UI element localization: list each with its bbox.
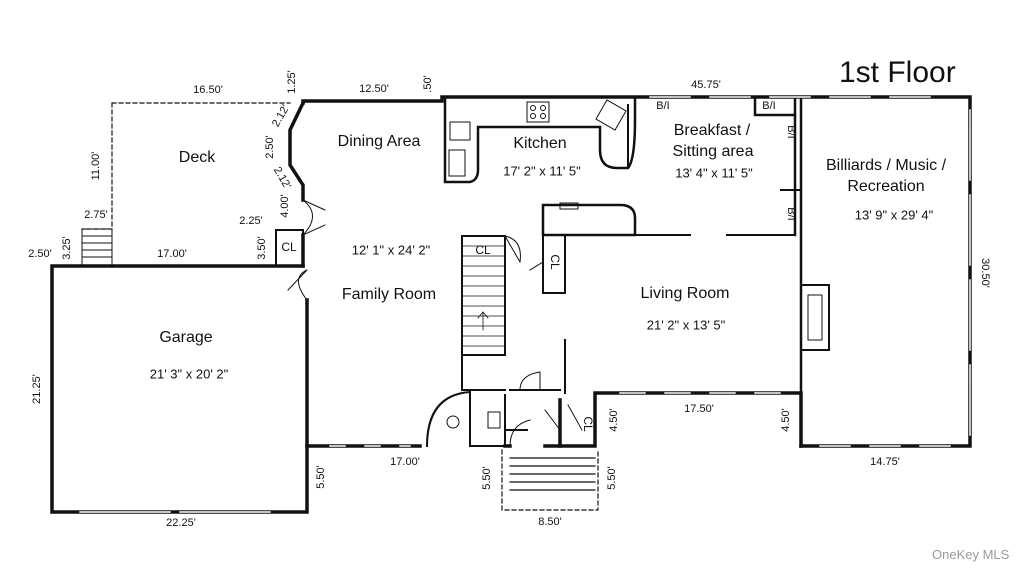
dim-top-1-25: 1.25': [286, 70, 298, 94]
dim-garage-bottom: 22.25': [166, 517, 196, 529]
room-living-name: Living Room: [640, 285, 730, 302]
closet-label-stairs: CL: [475, 243, 491, 257]
room-garage-name: Garage: [159, 329, 213, 346]
room-billiards-name-2: Recreation: [847, 178, 925, 195]
builtin-label-1: B/I: [656, 100, 670, 112]
stair-treads: [461, 245, 506, 347]
dim-steps-2-75: 2.75': [84, 209, 108, 221]
door-swings: [287, 199, 583, 447]
watermark: OneKey MLS: [932, 547, 1010, 562]
room-breakfast-name-1: Breakfast /: [673, 122, 751, 139]
dim-dining-top: 12.50': [359, 83, 389, 95]
dim-steps-3-25: 3.25': [61, 236, 73, 260]
dim-living-4-50-b: 4.50': [780, 408, 792, 432]
dim-deck-top: 16.50': [193, 84, 223, 96]
dim-family-bottom: 17.00': [390, 456, 420, 468]
room-kitchen-size: 17' 2" x 11' 5": [503, 163, 581, 179]
room-family-size: 12' 1" x 24' 2": [351, 242, 431, 258]
dim-right-30-50: 30.50': [979, 258, 991, 288]
dim-entry-8-50: 8.50': [538, 516, 562, 528]
room-living-size: 21' 2" x 13' 5": [646, 317, 726, 333]
dim-dining-4-00: 4.00': [279, 194, 291, 218]
dim-top-50: .50': [422, 75, 434, 93]
dim-entry-5-50-a: 5.50': [481, 466, 493, 490]
dim-deck-side: 11.00': [90, 151, 102, 181]
fireplace: [800, 284, 830, 351]
windows: [51, 96, 971, 513]
dim-top-overall: 45.75': [691, 79, 721, 91]
builtin-label-4: B/I: [785, 207, 797, 221]
builtin-label-2: B/I: [762, 100, 776, 112]
dim-living-4-50-a: 4.50': [608, 408, 620, 432]
dim-garage-5-50: 5.50': [315, 465, 327, 489]
closet-label-family: CL: [281, 240, 297, 254]
room-billiards-size: 13' 9" x 29' 4": [854, 207, 934, 223]
deck-steps: [81, 228, 113, 267]
dim-cl-3-50: 3.50': [256, 236, 268, 260]
closet-label-entry: CL: [581, 416, 595, 432]
dim-living-bottom: 17.50': [684, 403, 714, 415]
dim-entry-5-50-b: 5.50': [606, 466, 618, 490]
room-billiards-name-1: Billiards / Music /: [825, 157, 947, 174]
room-deck-name: Deck: [178, 149, 216, 166]
dim-garage-left: 21.25': [31, 374, 43, 404]
room-dining-name: Dining Area: [337, 133, 421, 150]
room-breakfast-name-2: Sitting area: [672, 143, 754, 160]
closet-label-kitchen: CL: [548, 254, 562, 270]
kitchen-fixtures: [446, 99, 627, 429]
floor-title: 1st Floor: [839, 56, 956, 89]
dim-bay-2-50: 2.50': [264, 135, 276, 159]
room-garage-size: 21' 3" x 20' 2": [149, 366, 229, 382]
entry-steps: [501, 449, 599, 511]
room-breakfast-size: 13' 4" x 11' 5": [675, 165, 753, 181]
dim-billiards-bottom: 14.75': [870, 456, 900, 468]
builtin-label-3: B/I: [785, 125, 797, 139]
dim-dining-2-25: 2.25': [239, 215, 263, 227]
dim-left-2-50: 2.50': [28, 248, 52, 260]
room-kitchen-name: Kitchen: [513, 135, 567, 152]
dim-garage-top: 17.00': [157, 248, 187, 260]
room-family-name: Family Room: [341, 286, 437, 303]
